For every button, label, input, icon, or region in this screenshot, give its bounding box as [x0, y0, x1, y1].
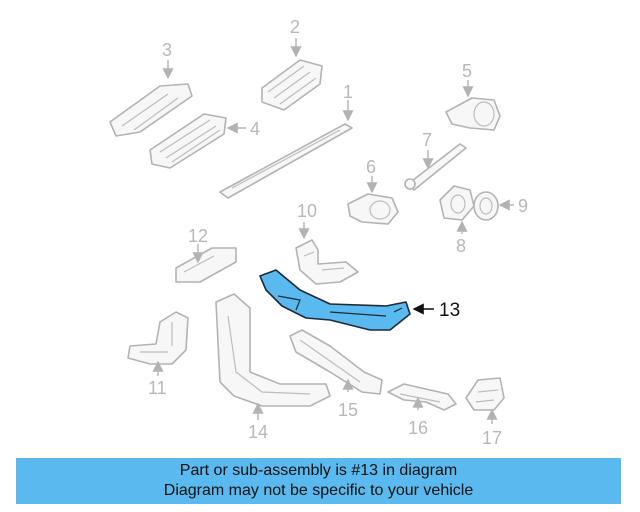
banner-line-disclaimer: Diagram may not be specific to your vehi…: [163, 482, 474, 499]
callout-11: 11: [148, 378, 167, 398]
part-10: 10: [295, 201, 359, 285]
callout-6: 6: [366, 157, 376, 177]
part-1: 1: [219, 82, 354, 199]
part-2: 2: [261, 17, 323, 111]
part-8: 8: [439, 185, 475, 256]
callout-12: 12: [188, 226, 208, 246]
callout-14: 14: [248, 422, 268, 442]
callout-1: 1: [343, 82, 353, 102]
banner-line-part: Part or sub-assembly is #13 in diagram: [179, 462, 458, 479]
callout-10: 10: [297, 201, 317, 221]
callout-4: 4: [250, 119, 260, 139]
info-banner: Part or sub-assembly is #13 in diagram D…: [16, 458, 621, 504]
callout-2: 2: [290, 17, 300, 37]
part-9: 9: [473, 191, 528, 221]
part-12: 12: [175, 226, 237, 283]
part-11: 11: [127, 311, 189, 398]
part-3: 3: [109, 40, 193, 137]
callout-13: 13: [439, 300, 460, 321]
callout-16: 16: [408, 418, 428, 438]
part-6: 6: [347, 157, 399, 225]
callout-5: 5: [462, 61, 472, 81]
callout-7: 7: [422, 130, 432, 150]
callout-3: 3: [162, 40, 172, 60]
part-17: 17: [465, 377, 505, 448]
callout-15: 15: [338, 400, 358, 420]
part-15: 15: [289, 329, 383, 420]
callout-17: 17: [482, 428, 502, 448]
part-13-highlighted: 13: [259, 269, 460, 331]
callout-9: 9: [518, 196, 528, 216]
part-16: 16: [387, 383, 457, 438]
part-4: 4: [149, 113, 260, 169]
part-5: 5: [445, 61, 501, 131]
callout-8: 8: [456, 236, 466, 256]
parts-diagram: 1 2 3 4 5 6 7: [109, 17, 528, 448]
part-7: 7: [404, 130, 467, 191]
part-14: 14: [215, 293, 331, 442]
